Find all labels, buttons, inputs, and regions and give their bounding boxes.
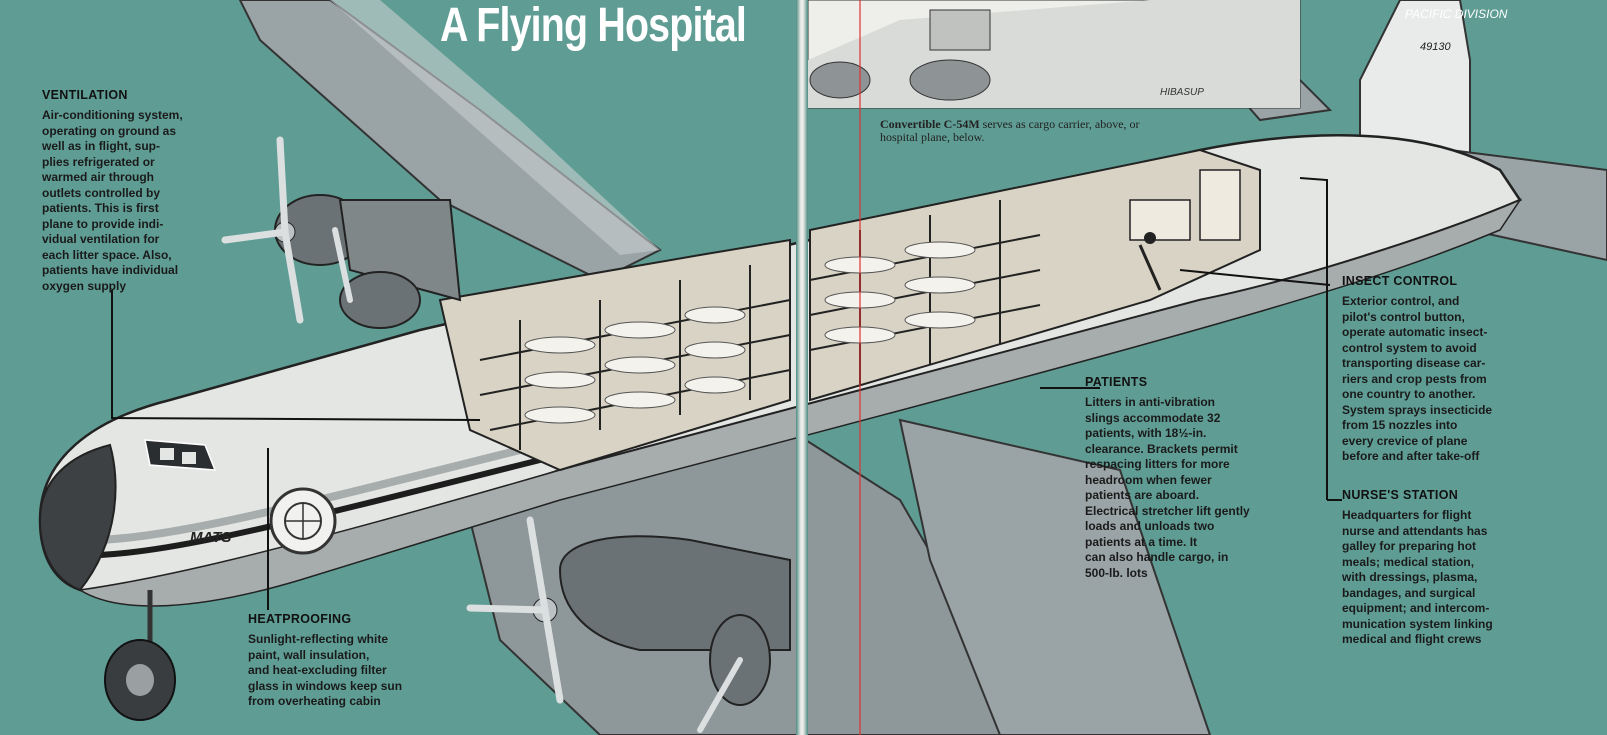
caption-bold: Convertible C-54M bbox=[880, 117, 980, 131]
callout-body: Air-conditioning system, operating on gr… bbox=[42, 108, 183, 293]
callout-heading: INSECT CONTROL bbox=[1342, 274, 1458, 288]
callout-body: Headquarters for flight nurse and attend… bbox=[1342, 508, 1493, 646]
tail-marking: PACIFIC DIVISION bbox=[1405, 7, 1508, 21]
callout-heading: NURSE'S STATION bbox=[1342, 488, 1459, 502]
figure-caption: Convertible C-54M serves as cargo carrie… bbox=[880, 118, 1170, 144]
page-gutter bbox=[796, 0, 808, 735]
callout-patients: PATIENTS Litters in anti-vibration sling… bbox=[1085, 375, 1285, 581]
caption-text: serves as cargo carrier, above, or hospi… bbox=[880, 117, 1140, 144]
page-title: A Flying Hospital bbox=[440, 0, 747, 52]
tail-number: 49130 bbox=[1420, 41, 1451, 53]
callout-body: Litters in anti-vibration slings accommo… bbox=[1085, 395, 1250, 580]
artist-signature: HIBASUP bbox=[1160, 87, 1204, 98]
callout-heading: VENTILATION bbox=[42, 88, 128, 102]
fuselage-marking: MATS bbox=[190, 529, 231, 546]
callout-heading: HEATPROOFING bbox=[248, 612, 352, 626]
callout-heading: PATIENTS bbox=[1085, 375, 1148, 389]
right-engine-lower bbox=[466, 516, 791, 733]
callout-heatproofing: HEATPROOFING Sunlight-reflecting white p… bbox=[248, 612, 448, 710]
callout-body: Sunlight-reflecting white paint, wall in… bbox=[248, 632, 403, 708]
nose-landing-gear bbox=[104, 590, 176, 721]
callout-insect-control: INSECT CONTROL Exterior control, and pil… bbox=[1342, 274, 1542, 465]
left-engine-inner bbox=[332, 227, 421, 329]
callout-nurses-station: NURSE'S STATION Headquarters for flight … bbox=[1342, 488, 1542, 648]
callout-body: Exterior control, and pilot's control bu… bbox=[1342, 294, 1493, 463]
callout-ventilation: VENTILATION Air-conditioning system, ope… bbox=[42, 88, 232, 294]
